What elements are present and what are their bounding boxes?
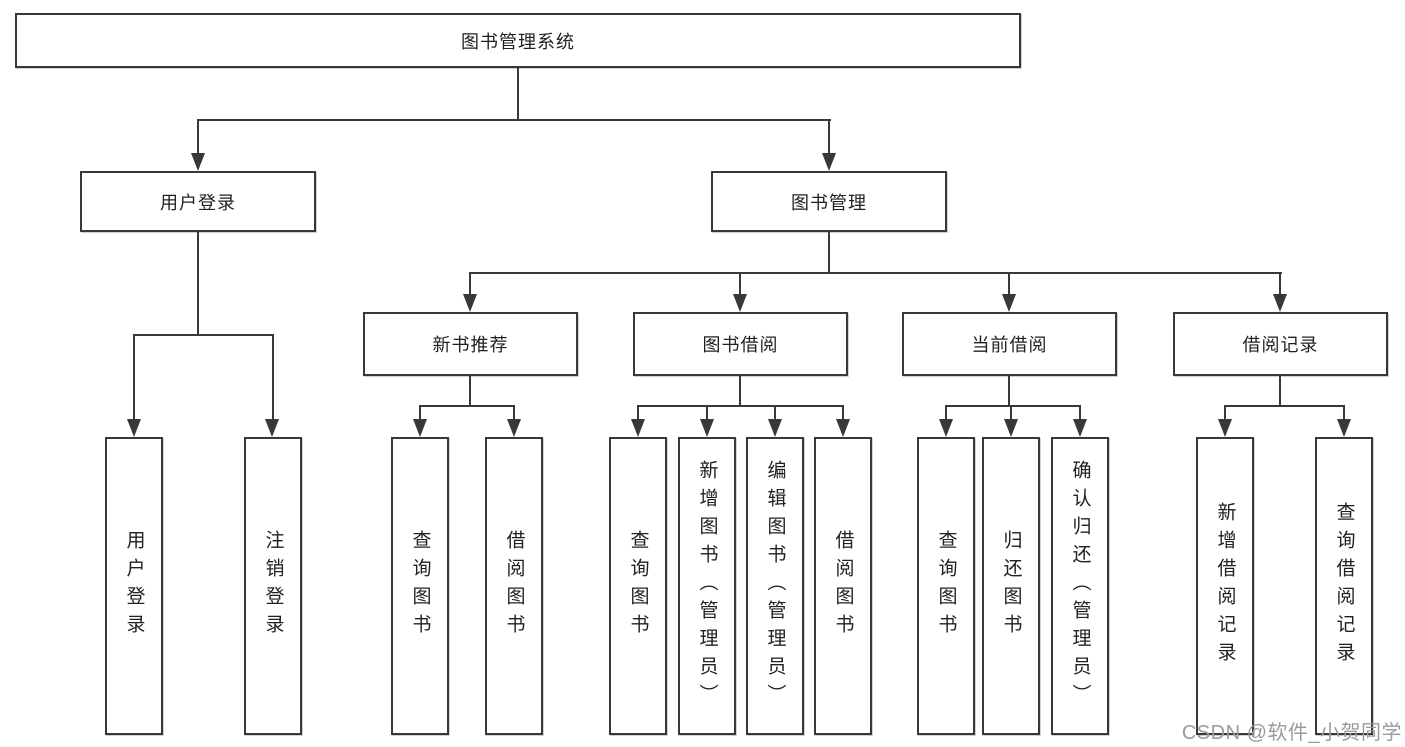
node-label: 图书借阅: [702, 335, 779, 355]
node-current-borrowing: 当前借阅: [902, 312, 1117, 376]
arrowhead-down-icon: [822, 153, 836, 171]
arrowhead-down-icon: [631, 419, 645, 437]
connector-vertical: [197, 119, 199, 155]
connector-vertical: [419, 405, 421, 420]
leaf-label: 查询图书: [627, 530, 649, 642]
leaf-borrow-books-recommend: 借阅图书: [485, 437, 543, 735]
leaf-label: 编辑图书（管理员）: [764, 460, 786, 712]
arrowhead-down-icon: [836, 419, 850, 437]
connector-vertical: [842, 405, 844, 420]
arrowhead-down-icon: [127, 419, 141, 437]
leaf-borrow-books: 借阅图书: [814, 437, 872, 735]
arrowhead-down-icon: [1273, 294, 1287, 312]
arrowhead-down-icon: [939, 419, 953, 437]
connector-vertical: [945, 405, 947, 420]
connector-vertical: [1008, 272, 1010, 296]
arrowhead-down-icon: [1218, 419, 1232, 437]
node-book-borrowing: 图书借阅: [633, 312, 848, 376]
leaf-label: 查询借阅记录: [1333, 502, 1355, 670]
connector-vertical: [774, 405, 776, 420]
leaf-add-borrow-record: 新增借阅记录: [1196, 437, 1254, 735]
leaf-query-borrow-record: 查询借阅记录: [1315, 437, 1373, 735]
node-user-login: 用户登录: [80, 171, 316, 232]
leaf-confirm-return-admin: 确认归还（管理员）: [1051, 437, 1109, 735]
connector-vertical: [637, 405, 639, 420]
arrowhead-down-icon: [507, 419, 521, 437]
node-label: 图书管理系统: [461, 31, 575, 52]
leaf-query-books-borrowing: 查询图书: [609, 437, 667, 735]
connector-vertical: [1224, 405, 1226, 420]
leaf-label: 用户登录: [123, 530, 145, 642]
leaf-label: 新增图书（管理员）: [696, 460, 718, 712]
leaf-logout: 注销登录: [244, 437, 302, 735]
arrowhead-down-icon: [700, 419, 714, 437]
node-borrowing-records: 借阅记录: [1173, 312, 1388, 376]
connector-rail: [469, 272, 1282, 274]
connector-vertical: [1343, 405, 1345, 420]
connector-rail: [197, 119, 831, 121]
node-new-book-recommend: 新书推荐: [363, 312, 578, 376]
connector-vertical: [828, 232, 830, 274]
node-label: 图书管理: [791, 192, 867, 213]
connector-vertical: [1079, 405, 1081, 420]
arrowhead-down-icon: [733, 294, 747, 312]
connector-vertical: [272, 334, 274, 421]
leaf-label: 归还图书: [1000, 530, 1022, 642]
leaf-return-books: 归还图书: [982, 437, 1040, 735]
node-label: 用户登录: [160, 192, 236, 213]
connector-vertical: [1010, 405, 1012, 420]
leaf-edit-books-admin: 编辑图书（管理员）: [746, 437, 804, 735]
connector-vertical: [133, 334, 135, 421]
arrowhead-down-icon: [768, 419, 782, 437]
leaf-query-books-current: 查询图书: [917, 437, 975, 735]
node-label: 新书推荐: [432, 335, 509, 355]
leaf-user-login: 用户登录: [105, 437, 163, 735]
connector-vertical: [1279, 272, 1281, 296]
arrowhead-down-icon: [1337, 419, 1351, 437]
connector-vertical: [828, 119, 830, 155]
connector-vertical: [469, 376, 471, 407]
leaf-label: 借阅图书: [832, 530, 854, 642]
node-book-management: 图书管理: [711, 171, 947, 232]
leaf-add-books-admin: 新增图书（管理员）: [678, 437, 736, 735]
arrowhead-down-icon: [463, 294, 477, 312]
arrowhead-down-icon: [191, 153, 205, 171]
arrowhead-down-icon: [1073, 419, 1087, 437]
leaf-label: 借阅图书: [503, 530, 525, 642]
connector-vertical: [706, 405, 708, 420]
connector-rail: [637, 405, 844, 407]
leaf-label: 新增借阅记录: [1214, 502, 1236, 670]
leaf-label: 查询图书: [935, 530, 957, 642]
connector-vertical: [513, 405, 515, 420]
connector-vertical: [197, 232, 199, 336]
node-label: 借阅记录: [1242, 335, 1319, 355]
leaf-label: 注销登录: [262, 530, 284, 642]
arrowhead-down-icon: [1004, 419, 1018, 437]
arrowhead-down-icon: [265, 419, 279, 437]
leaf-label: 确认归还（管理员）: [1069, 460, 1091, 712]
connector-vertical: [739, 272, 741, 296]
connector-rail: [1224, 405, 1345, 407]
connector-vertical: [739, 376, 741, 407]
arrowhead-down-icon: [413, 419, 427, 437]
csdn-watermark: CSDN @软件_小贺同学: [1181, 722, 1402, 744]
node-library-management-system: 图书管理系统: [15, 13, 1021, 68]
leaf-label: 查询图书: [409, 530, 431, 642]
connector-vertical: [517, 68, 519, 121]
connector-rail: [419, 405, 515, 407]
arrowhead-down-icon: [1002, 294, 1016, 312]
connector-vertical: [469, 272, 471, 296]
connector-vertical: [1279, 376, 1281, 407]
connector-rail: [945, 405, 1081, 407]
node-label: 当前借阅: [971, 335, 1048, 355]
connector-vertical: [1008, 376, 1010, 407]
connector-rail: [133, 334, 274, 336]
leaf-query-books-recommend: 查询图书: [391, 437, 449, 735]
